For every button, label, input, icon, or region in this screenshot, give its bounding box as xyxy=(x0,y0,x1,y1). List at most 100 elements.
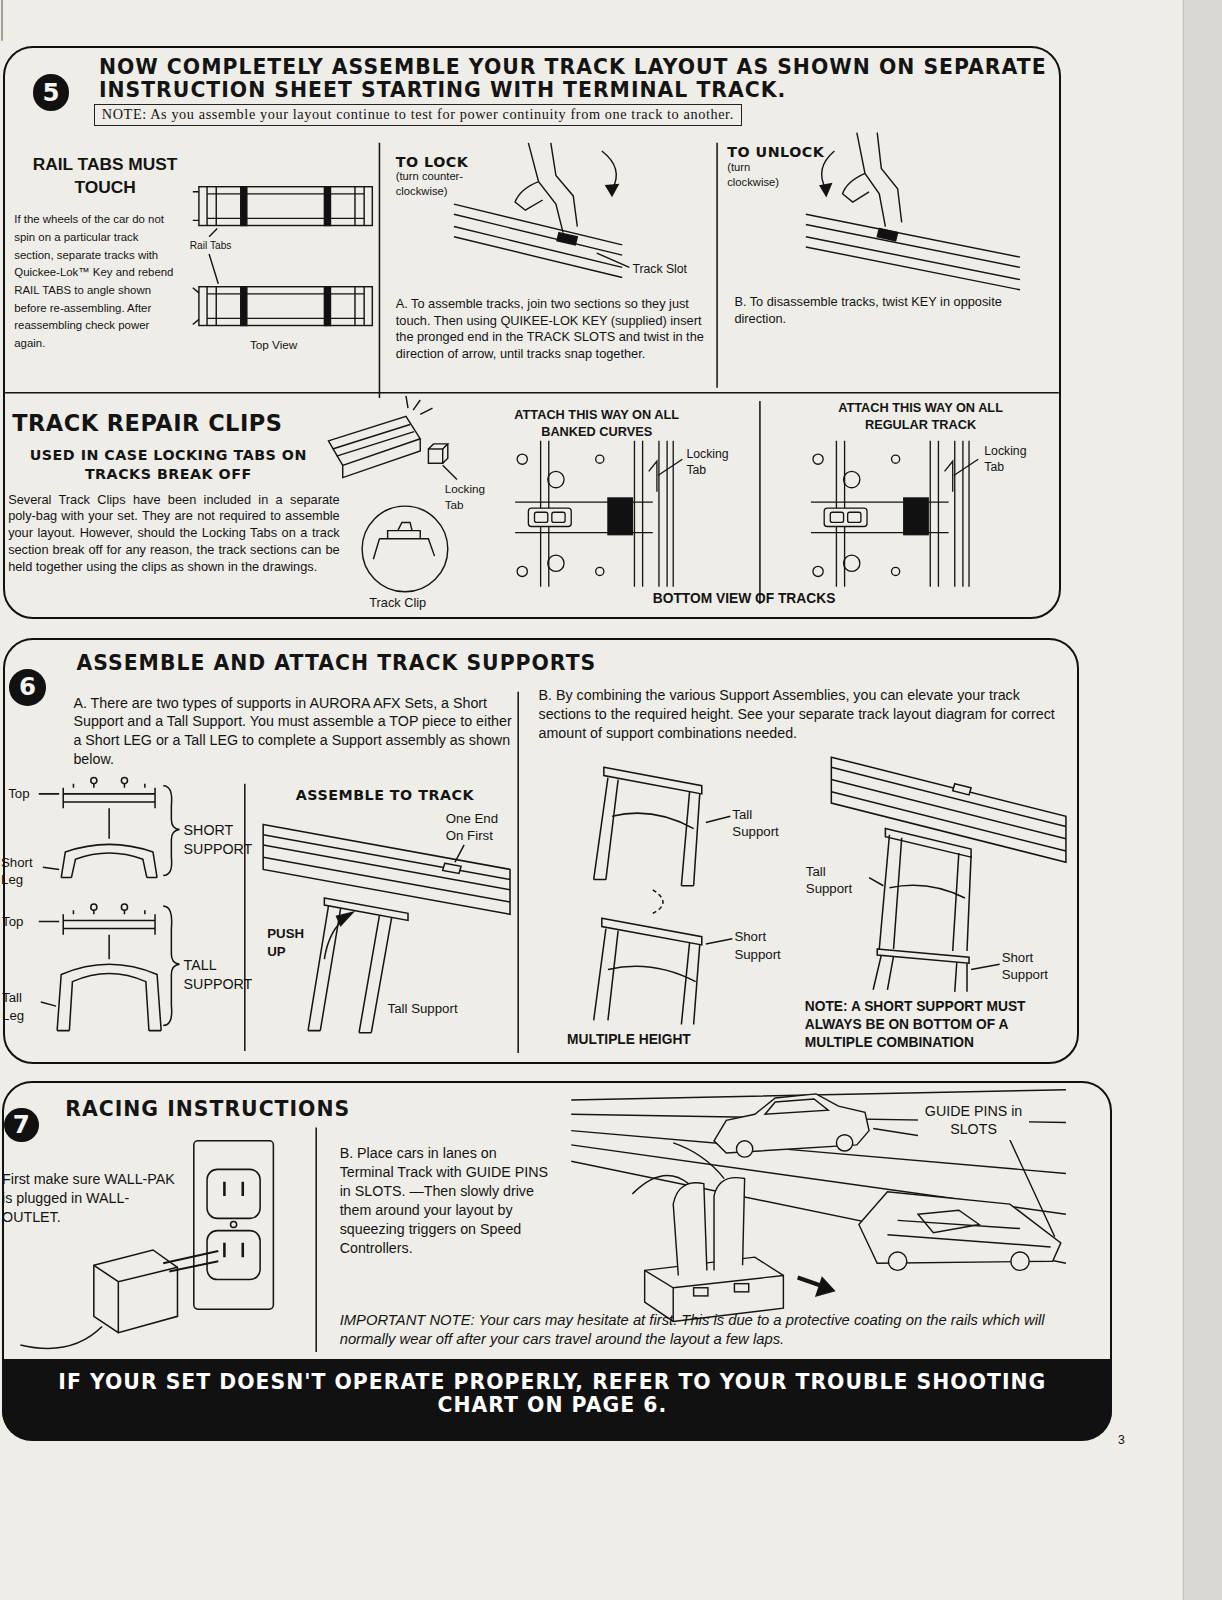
track-clip-drawing xyxy=(428,449,442,463)
multiple-height-drawing xyxy=(594,767,733,1024)
race-track-drawing xyxy=(873,1129,1055,1237)
rail-tab-drawing xyxy=(207,187,364,226)
unlock-key-drawing xyxy=(820,184,831,196)
support-parts xyxy=(163,786,179,876)
section-number-text: 6 xyxy=(19,675,36,699)
support-parts xyxy=(63,784,155,839)
outlet-and-wall-pak xyxy=(94,1265,178,1332)
panel-divider xyxy=(5,143,1059,1352)
rail-tab-drawing xyxy=(241,287,247,326)
assemble-to-track-drawing xyxy=(308,906,392,1033)
combined-support-drawing xyxy=(869,878,1000,970)
label-text: Short Leg xyxy=(1,854,42,889)
race-track-drawing xyxy=(816,1278,834,1296)
rail-tab-drawing xyxy=(199,187,372,226)
label-text: ASSEMBLE TO TRACK xyxy=(296,786,490,805)
label-text: Tall Leg xyxy=(2,989,39,1024)
label-text: BOTTOM VIEW OF TRACKS xyxy=(653,590,877,608)
track-clip-drawing xyxy=(406,396,433,414)
label-text: (turn clockwise) xyxy=(727,160,790,190)
label-text: Tall Support xyxy=(806,863,867,898)
race-track-drawing xyxy=(571,1090,1066,1263)
assemble-to-track-drawing xyxy=(263,824,510,1032)
label-text: Track Slot xyxy=(632,261,714,277)
label-text: PUSH UP xyxy=(267,925,316,960)
rail-tab-drawing xyxy=(199,287,372,326)
label-text: TO LOCK xyxy=(396,153,488,172)
rail-tab-drawing xyxy=(324,187,330,226)
lock-key-drawing xyxy=(515,143,577,233)
label-text: Rail Tabs xyxy=(190,239,251,252)
support-parts xyxy=(39,794,59,1006)
label-text: Top xyxy=(8,785,39,803)
label-text: Top View xyxy=(250,337,321,352)
label-text: SHORT SUPPORT xyxy=(184,821,245,859)
track-bottom-views xyxy=(515,441,978,587)
combined-support-drawing xyxy=(879,835,971,951)
label-text: Several Track Clips have been included i… xyxy=(8,492,340,576)
track-bottom-views xyxy=(811,441,978,587)
unlock-key-drawing xyxy=(806,214,1020,290)
support-parts xyxy=(121,778,127,784)
label-text: Short Support xyxy=(1002,949,1075,984)
multiple-height-drawing xyxy=(594,929,700,1025)
support-parts xyxy=(163,906,179,1025)
lock-key-drawing xyxy=(602,151,617,190)
multiple-height-drawing xyxy=(653,890,663,913)
section-heading: RACING INSTRUCTIONS xyxy=(65,1098,493,1121)
warning-banner: IF YOUR SET DOESN'T OPERATE PROPERLY, RE… xyxy=(2,1359,1113,1441)
paper-ground xyxy=(1183,0,1222,1600)
lock-key-drawing xyxy=(557,233,577,245)
race-track-drawing xyxy=(694,1288,708,1296)
label-text: TO UNLOCK xyxy=(727,143,839,162)
note-box: NOTE: As you assemble your layout contin… xyxy=(94,104,742,126)
label-text: 3 xyxy=(1118,1432,1132,1448)
outlet-and-wall-pak xyxy=(20,1327,102,1349)
section-number: 6 xyxy=(9,669,46,706)
outlet-and-wall-pak xyxy=(163,1251,218,1271)
track-clip-drawing xyxy=(443,465,457,479)
support-parts xyxy=(57,964,161,1030)
track-clip-drawing xyxy=(373,522,434,559)
section-number: 7 xyxy=(4,1108,39,1143)
section-number-text: 7 xyxy=(13,1113,30,1137)
support-parts xyxy=(63,904,155,959)
label-text: USED IN CASE LOCKING TABS ON TRACKS BREA… xyxy=(15,446,321,484)
label-text: Locking Tab xyxy=(686,446,749,478)
label-text: NOTE: A SHORT SUPPORT MUST ALWAYS BE ON … xyxy=(805,998,1075,1052)
paper-ground xyxy=(0,0,1183,1600)
label-text: If the wheels of the car do not spin on … xyxy=(14,211,177,353)
note-text: NOTE: As you assemble your layout contin… xyxy=(102,106,734,124)
combined-support-drawing xyxy=(873,955,967,992)
track-bottom-views xyxy=(515,441,682,587)
race-track-drawing xyxy=(1011,1252,1029,1270)
support-parts xyxy=(91,904,97,910)
race-track-drawing xyxy=(632,1143,724,1194)
rail-tab-drawing xyxy=(193,192,199,221)
label-text: (turn counter-clockwise) xyxy=(396,169,488,199)
label-text: Tall Support xyxy=(388,1000,459,1018)
support-parts xyxy=(63,910,155,959)
combined-support-drawing xyxy=(953,784,971,795)
combined-support-drawing xyxy=(885,829,971,858)
label-text: IMPORTANT NOTE: Your cars may hesitate a… xyxy=(340,1311,1069,1350)
label-text: Top xyxy=(2,913,33,931)
banner-text: IF YOUR SET DOESN'T OPERATE PROPERLY, RE… xyxy=(42,1371,1062,1417)
label-text: Locking Tab xyxy=(445,481,501,512)
panel-divider xyxy=(5,143,1059,1352)
section-heading: NOW COMPLETELY ASSEMBLE YOUR TRACK LAYOU… xyxy=(99,56,1058,102)
race-track-drawing xyxy=(836,1135,852,1151)
label-text: TRACK REPAIR CLIPS xyxy=(12,409,359,439)
race-track-drawing xyxy=(765,1099,828,1114)
rail-tab-drawing xyxy=(193,288,199,325)
track-clip-drawing xyxy=(328,416,420,465)
label-text: ATTACH THIS WAY ON ALL REGULAR TRACK xyxy=(811,400,1030,434)
unlock-key-drawing xyxy=(806,133,1020,290)
track-clip-drawing xyxy=(362,506,448,592)
race-track-drawing xyxy=(918,1210,979,1232)
track-clip-drawing xyxy=(333,424,415,456)
label-text: B. Place cars in lanes on Terminal Track… xyxy=(340,1144,554,1257)
rail-tab-drawing xyxy=(209,229,218,284)
